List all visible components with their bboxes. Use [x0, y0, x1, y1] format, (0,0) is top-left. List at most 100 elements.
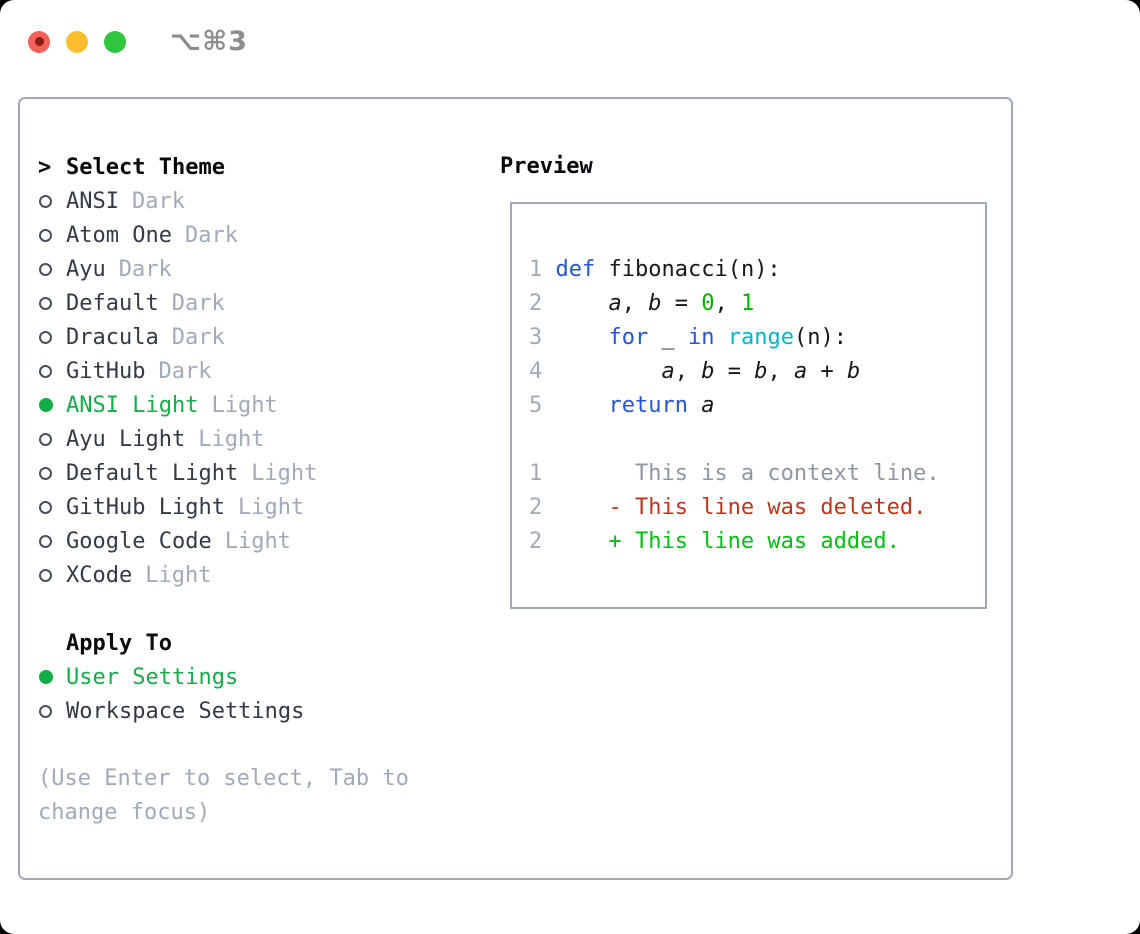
theme-variant: Light: [211, 392, 278, 418]
theme-name: Google Code: [66, 528, 212, 554]
theme-variant: Light: [198, 426, 265, 452]
theme-name: ANSI Light: [66, 392, 199, 418]
theme-variant: Light: [224, 528, 291, 554]
theme-variant: Dark: [158, 358, 212, 384]
minimize-button[interactable]: [66, 30, 88, 53]
close-button[interactable]: [28, 30, 50, 53]
diff-line-context: 1 This is a context line.: [529, 457, 985, 491]
spacer: [38, 592, 409, 626]
token-var: a: [701, 393, 715, 418]
theme-variant: Light: [145, 562, 212, 588]
zoom-button[interactable]: [104, 30, 126, 53]
theme-option-xcode[interactable]: XCode Light: [38, 558, 409, 592]
theme-option-default-light[interactable]: Default Light Light: [38, 456, 409, 490]
token-plain: [556, 291, 609, 316]
theme-option-default[interactable]: Default Dark: [38, 286, 409, 320]
apply-to-label: Apply To: [66, 630, 172, 656]
token-plain: fibonacci(n):: [595, 257, 781, 282]
spacer: [529, 423, 985, 457]
diff-sample: 1 This is a context line.2 - This line w…: [529, 457, 985, 559]
theme-variant: Dark: [131, 188, 185, 214]
apply-option-label: User Settings: [66, 664, 239, 690]
apply-to-header: Apply To: [38, 626, 409, 660]
token-plain: =: [661, 291, 702, 316]
token-var: b: [754, 359, 768, 384]
hint-line: (Use Enter to select, Tab to: [38, 766, 409, 791]
radio-selected-icon: [39, 398, 53, 412]
diff-text: + This line was added.: [555, 529, 900, 554]
theme-name: Default Light: [66, 460, 239, 486]
radio-icon: [39, 228, 52, 242]
token-plain: _: [648, 325, 688, 350]
token-kw: return: [608, 393, 688, 418]
radio-icon: [39, 466, 52, 480]
close-dot-icon: [34, 37, 44, 46]
hint-line: change focus): [38, 800, 211, 825]
code-line: 5 return a: [529, 389, 985, 423]
prompt-icon: >: [38, 154, 52, 180]
token-var: b: [846, 359, 861, 384]
token-plain: ,: [674, 359, 702, 384]
theme-option-atom-one[interactable]: Atom One Dark: [38, 218, 409, 252]
token-num: 1: [740, 291, 755, 316]
theme-variant: Light: [237, 494, 305, 520]
theme-name: Ayu Light: [66, 426, 186, 452]
line-number: 2: [529, 291, 556, 316]
radio-icon: [39, 534, 52, 548]
theme-variant: Dark: [171, 290, 225, 316]
token-plain: ,: [621, 291, 649, 316]
line-number: 1: [529, 257, 556, 282]
token-plain: [556, 359, 662, 384]
apply-option-user-settings[interactable]: User Settings: [38, 660, 409, 694]
select-theme-label: Select Theme: [66, 154, 225, 180]
token-var: a: [793, 359, 808, 384]
theme-name: Default: [66, 290, 159, 316]
theme-option-google-code[interactable]: Google Code Light: [38, 524, 409, 558]
line-number: 3: [529, 325, 556, 350]
code-line: 2 a, b = 0, 1: [529, 287, 985, 321]
theme-name: XCode: [66, 562, 133, 588]
token-var: a: [661, 359, 675, 384]
token-builtin: range: [727, 325, 794, 350]
select-theme-header: > Select Theme: [38, 150, 409, 184]
radio-icon: [39, 194, 52, 208]
window-title: ⌥⌘3: [170, 26, 248, 57]
line-number: 4: [529, 359, 556, 384]
token-plain: ,: [714, 291, 741, 316]
token-plain: [556, 393, 609, 418]
radio-icon: [39, 500, 52, 514]
theme-variant: Dark: [118, 256, 172, 282]
code-line: 3 for _ in range(n):: [529, 321, 985, 355]
line-number: 5: [529, 393, 556, 418]
theme-variant: Dark: [184, 222, 238, 248]
theme-variant: Light: [251, 460, 318, 486]
apply-option-workspace-settings[interactable]: Workspace Settings: [38, 694, 409, 728]
code-line: 4 a, b = b, a + b: [529, 355, 985, 389]
theme-name: Dracula: [66, 324, 159, 350]
token-plain: ,: [767, 359, 794, 384]
spacer: [38, 728, 409, 762]
theme-option-ansi-light[interactable]: ANSI Light Light: [38, 388, 409, 422]
preview-header: Preview: [500, 154, 593, 179]
token-plain: [556, 325, 609, 350]
theme-name: Atom One: [66, 222, 172, 248]
theme-option-ayu-light[interactable]: Ayu Light Light: [38, 422, 409, 456]
diff-text: This is a context line.: [555, 461, 940, 486]
line-number: 2: [529, 495, 556, 520]
token-kw: def: [555, 257, 596, 282]
token-var: b: [701, 359, 715, 384]
hint-text: (Use Enter to select, Tab to change focus…: [38, 762, 409, 830]
token-plain: [714, 325, 727, 350]
radio-icon: [39, 432, 52, 446]
